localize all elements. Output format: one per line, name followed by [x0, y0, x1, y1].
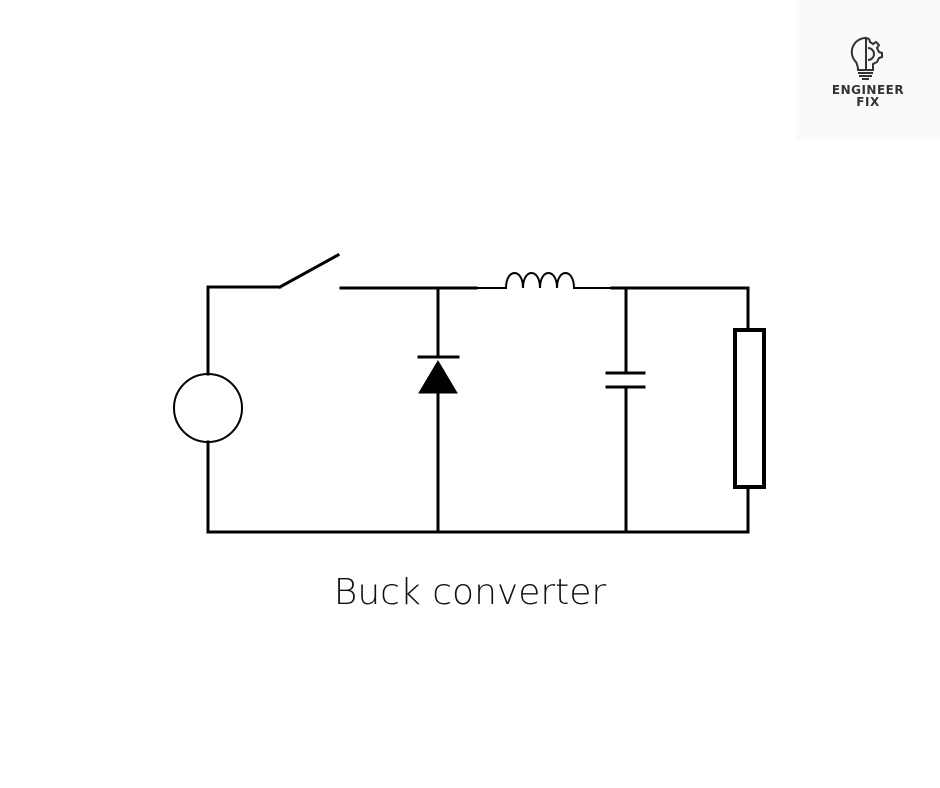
load-resistor: [733, 328, 766, 489]
logo-text-line2: FIX: [856, 95, 880, 109]
engineer-fix-logo: ENGINEER FIX: [796, 0, 940, 140]
lightbulb-gear-icon: [850, 36, 883, 80]
wires: [206, 285, 750, 534]
inductor: [475, 272, 613, 290]
voltage-source: [173, 373, 243, 443]
diode: [417, 286, 460, 534]
diagram-caption: Buck converter: [333, 572, 607, 613]
capacitor: [605, 286, 646, 534]
logo-text-line1: ENGINEER: [831, 83, 905, 97]
switch: [277, 252, 341, 290]
